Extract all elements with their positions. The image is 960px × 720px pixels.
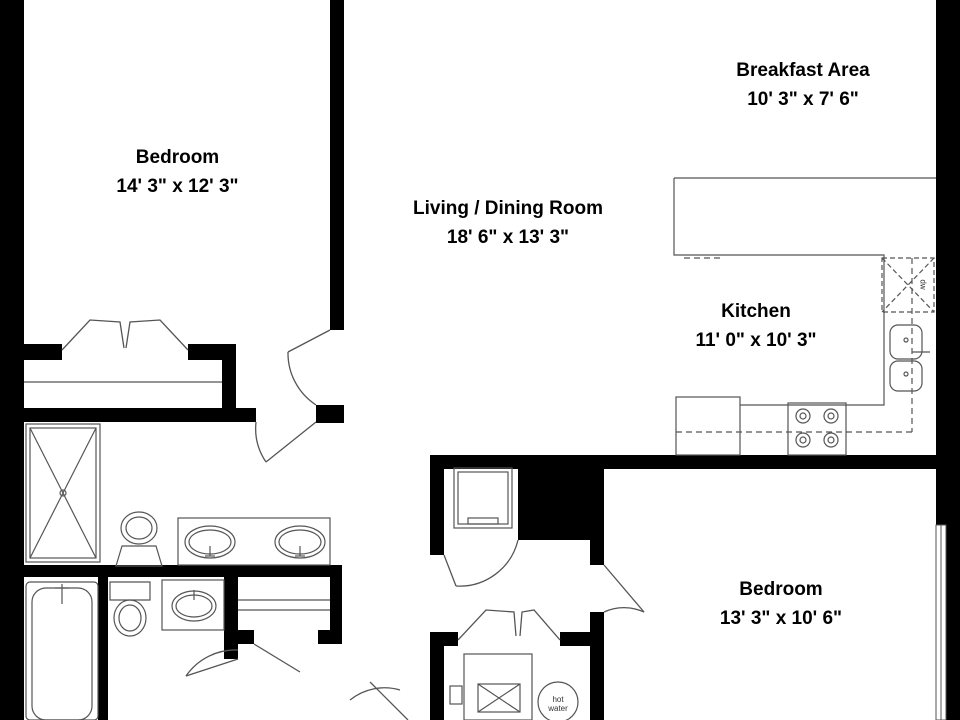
bath-door-leaf xyxy=(265,421,317,463)
room-dimensions: 13' 3" x 10' 6" xyxy=(719,608,843,629)
room-name: Kitchen xyxy=(721,301,791,322)
closet-bifold-right xyxy=(125,319,189,351)
closet-bifold-left xyxy=(61,319,125,351)
pantry-shelving xyxy=(453,467,513,529)
wall-bath-mid xyxy=(224,577,238,659)
bathtub xyxy=(25,581,99,720)
room-dimensions: 14' 3" x 12' 3" xyxy=(116,176,239,197)
bedroom1-door-leaf xyxy=(287,329,331,353)
toilet-2 xyxy=(109,581,151,637)
room-label-bedroom-1: Bedroom 14' 3" x 12' 3" xyxy=(70,143,285,201)
room-name: Bedroom xyxy=(135,147,220,168)
wall-closet-right xyxy=(222,344,236,422)
single-vanity xyxy=(161,579,225,631)
bedroom2-door-leaf xyxy=(603,564,645,613)
room-dimensions: 10' 3" x 7' 6" xyxy=(747,89,859,110)
lower-door-leaf xyxy=(253,643,301,673)
wall-bath-mid-left xyxy=(98,565,108,720)
wall-bedroom1-right xyxy=(330,0,344,330)
room-name: Bedroom xyxy=(739,579,823,600)
wall-bedroom2-left xyxy=(590,469,604,565)
wall-bath-right-stub xyxy=(318,630,342,644)
wall-closet-left xyxy=(430,455,444,555)
doors xyxy=(61,319,645,720)
bath2-door-arc xyxy=(185,649,239,677)
room-label-kitchen: Kitchen 11' 0" x 10' 3" xyxy=(656,297,856,355)
bedroom2-door-arc xyxy=(603,606,645,613)
kitchen-counter-upper-edge xyxy=(673,178,885,406)
wall-right-exterior-low xyxy=(946,525,960,720)
toilet-1 xyxy=(115,511,163,567)
water-heater-label-2: water xyxy=(548,704,568,713)
wall-bedroom1-right-lower xyxy=(316,405,344,423)
laundry-bifold-right xyxy=(519,609,561,641)
double-vanity xyxy=(177,517,331,566)
room-dimensions: 11' 0" x 10' 3" xyxy=(695,330,817,351)
stove xyxy=(787,402,847,456)
dishwasher-label: dw xyxy=(918,279,928,290)
bath2-door-leaf xyxy=(185,658,239,677)
window-bedroom2 xyxy=(935,524,947,720)
wall-bath-low-stub xyxy=(224,630,254,644)
refrigerator xyxy=(675,396,741,456)
pantry-door-leaf xyxy=(443,554,457,587)
bath-door-arc xyxy=(255,421,267,463)
wall-closet-block xyxy=(518,462,598,540)
room-label-breakfast-area: Breakfast Area 10' 3" x 7' 6" xyxy=(688,56,918,114)
dishwasher xyxy=(881,257,935,313)
wall-right-exterior xyxy=(936,0,960,525)
wall-bath-top xyxy=(24,408,256,422)
shower xyxy=(25,423,101,563)
pantry-door-arc xyxy=(455,539,519,587)
wall-bath-right xyxy=(330,577,342,637)
bedroom1-door-arc xyxy=(287,351,317,406)
room-name: Living / Dining Room xyxy=(413,198,603,219)
water-heater-label-1: hot xyxy=(552,695,564,704)
wall-bath-divider xyxy=(24,565,342,577)
entry-door-arc xyxy=(349,687,401,701)
water-heater xyxy=(537,681,579,720)
washer-dryer xyxy=(449,653,533,720)
laundry-bifold-left xyxy=(457,609,517,641)
wall-bedroom2-left-low xyxy=(590,612,604,720)
room-label-living-dining: Living / Dining Room 18' 6" x 13' 3" xyxy=(378,194,638,252)
room-name: Breakfast Area xyxy=(736,60,870,81)
room-dimensions: 18' 6" x 13' 3" xyxy=(446,227,570,248)
wall-left-exterior xyxy=(0,0,24,720)
entry-door-leaf xyxy=(369,681,409,720)
room-label-bedroom-2: Bedroom 13' 3" x 10' 6" xyxy=(680,575,882,633)
wall-kitchen-bottom xyxy=(430,455,960,469)
wall-closet-left-stub xyxy=(24,344,62,360)
kitchen-sink xyxy=(889,324,930,392)
thin-lines xyxy=(24,177,936,611)
wall-laundry-left xyxy=(430,632,444,720)
